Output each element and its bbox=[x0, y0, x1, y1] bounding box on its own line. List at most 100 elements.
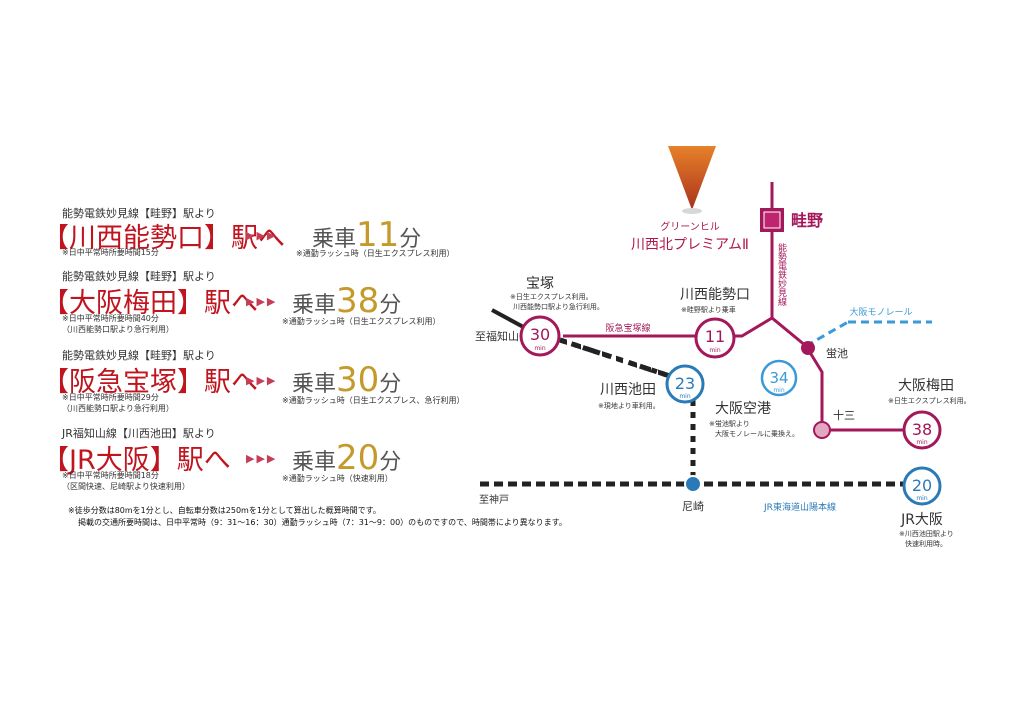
marker-shadow bbox=[682, 208, 702, 214]
route-4-rush-note: ※通勤ラッシュ時（快速利用） bbox=[282, 474, 393, 483]
min-label: min bbox=[709, 347, 721, 354]
takarazuka-note-2: 川西能勢口駅より急行利用。 bbox=[513, 302, 604, 311]
osaka-umeda-minutes: 38 bbox=[912, 420, 932, 439]
min-label: min bbox=[916, 439, 928, 446]
ride-label: 乗車 bbox=[292, 372, 337, 397]
route-1-note: ※日中平常時所要時間15分 bbox=[62, 248, 159, 257]
route-2-note: ※日中平常時所要時間40分 （川西能勢口駅より急行利用） bbox=[62, 314, 174, 334]
amagasaki-name: 尼崎 bbox=[682, 499, 704, 513]
nose-line-label: 能勢電鉄妙見線 bbox=[776, 242, 787, 306]
kawanishiikeda-minutes: 23 bbox=[675, 374, 695, 393]
route-1-dest-name: 川西能勢口 bbox=[69, 223, 204, 254]
route-3-destination: 【阪急宝塚】駅へ bbox=[42, 360, 258, 399]
route-2-arrows: ▶▶▶ bbox=[246, 295, 278, 308]
route-3-ride: 乗車30分 bbox=[292, 360, 401, 400]
ride-unit: 分 bbox=[379, 293, 402, 318]
property-name-2: 川西北プレミアムⅡ bbox=[631, 237, 749, 253]
bracket: 【 bbox=[42, 445, 69, 476]
amagasaki-marker bbox=[684, 475, 702, 493]
takarazuka-note-1: ※日生エクスプレス利用。 bbox=[510, 292, 593, 301]
ride-minutes: 30 bbox=[336, 360, 380, 400]
route-2-dest-name: 大阪梅田 bbox=[69, 288, 177, 319]
osaka-airport-note-2: 大阪モノレールに乗換え。 bbox=[715, 429, 799, 438]
kawanishinoseguchi-note: ※畦野駅より乗車 bbox=[681, 305, 736, 314]
min-label: min bbox=[534, 345, 546, 352]
bracket: 【 bbox=[42, 367, 69, 398]
bracket: 【 bbox=[42, 288, 69, 319]
osaka-umeda-note: ※日生エクスプレス利用。 bbox=[888, 396, 971, 405]
monorail-label: 大阪モノレール bbox=[849, 306, 912, 318]
route-4-note: ※日中平常時所要時間18分 （区間快速、尼崎駅より快速利用） bbox=[62, 471, 190, 491]
kawanishiikeda-note: ※現地より車利用。 bbox=[598, 401, 660, 410]
route-3-dest-name: 阪急宝塚 bbox=[69, 367, 177, 398]
footnote-2: 掲載の交通所要時間は、日中平常時（9：31〜16：30）通勤ラッシュ時（7：31… bbox=[78, 518, 567, 527]
route-3-rush-note: ※通勤ラッシュ時（日生エクスプレス、急行利用） bbox=[282, 396, 465, 405]
route-4-dest-name: JR大阪 bbox=[69, 445, 150, 476]
jr-osaka-name: JR大阪 bbox=[900, 512, 943, 528]
jr-line-label: JR東海道山陽本線 bbox=[763, 501, 836, 513]
ride-minutes: 20 bbox=[336, 438, 380, 478]
min-label: min bbox=[679, 393, 691, 400]
footnote-1: ※徒歩分数は80mを1分とし、自転車分数は250mを1分として算出した概算時間で… bbox=[68, 506, 381, 515]
osaka-airport-name: 大阪空港 bbox=[715, 401, 771, 417]
jr-osaka-minutes: 20 bbox=[912, 476, 932, 495]
ride-minutes: 11 bbox=[356, 215, 400, 255]
route-1-rush-note: ※通勤ラッシュ時（日生エクスプレス利用） bbox=[296, 249, 455, 258]
juso-name: 十三 bbox=[833, 408, 855, 422]
jr-osaka-note-2: 快速利用時。 bbox=[905, 539, 947, 548]
kawanishinoseguchi-minutes: 11 bbox=[705, 327, 725, 346]
min-label: min bbox=[773, 387, 785, 394]
osaka-umeda-circle bbox=[902, 410, 942, 450]
takarazuka-minutes: 30 bbox=[530, 325, 550, 344]
monorail-line bbox=[805, 320, 849, 348]
jr-osaka-circle bbox=[902, 466, 942, 506]
takarazuka-name: 宝塚 bbox=[526, 276, 554, 292]
route-3-note: ※日中平常時所要時間29分 （川西能勢口駅より急行利用） bbox=[62, 393, 174, 413]
route-1-ride: 乗車11分 bbox=[312, 215, 421, 255]
route-4-ride: 乗車20分 bbox=[292, 438, 401, 478]
ride-unit: 分 bbox=[379, 450, 402, 475]
kawanishiikeda-name: 川西池田 bbox=[600, 382, 656, 398]
route-4-arrows: ▶▶▶ bbox=[246, 452, 278, 465]
osaka-airport-minutes: 34 bbox=[769, 369, 788, 387]
juso-marker bbox=[813, 421, 831, 439]
to-fukuchiyama: 至福知山 bbox=[475, 329, 519, 343]
route-3-arrows: ▶▶▶ bbox=[246, 374, 278, 387]
bracket: 【 bbox=[42, 223, 69, 254]
kawanishiikeda-circle bbox=[665, 364, 705, 404]
route-4-line: JR福知山線【川西池田】駅より bbox=[62, 427, 216, 440]
ride-unit: 分 bbox=[379, 372, 402, 397]
hotarugaike-marker bbox=[801, 341, 815, 355]
bracket: 】駅へ bbox=[177, 367, 258, 398]
jr-fukuchiyama-dash bbox=[559, 337, 677, 381]
ride-unit: 分 bbox=[399, 227, 422, 252]
kawanishinoseguchi-circle bbox=[694, 317, 736, 359]
route-4-destination: 【JR大阪】駅へ bbox=[42, 438, 231, 477]
property-name-1: グリーンヒル bbox=[660, 220, 720, 233]
takarazuka-circle bbox=[519, 315, 561, 357]
hotarugaike-name: 蛍池 bbox=[826, 346, 848, 360]
route-1-destination: 【川西能勢口】駅へ bbox=[42, 216, 285, 255]
route-2-destination: 【大阪梅田】駅へ bbox=[42, 281, 258, 320]
bracket: 】駅へ bbox=[177, 288, 258, 319]
route-3-line: 能勢電鉄妙見線【畦野】駅より bbox=[62, 349, 216, 362]
origin-station-name: 畦野 bbox=[791, 211, 823, 230]
route-2-ride: 乗車38分 bbox=[292, 281, 401, 321]
bracket: 】駅へ bbox=[149, 445, 231, 476]
ride-label: 乗車 bbox=[292, 450, 337, 475]
bracket: 】駅へ bbox=[204, 223, 285, 254]
ride-label: 乗車 bbox=[292, 293, 337, 318]
osaka-umeda-name: 大阪梅田 bbox=[898, 378, 954, 394]
route-2-rush-note: ※通勤ラッシュ時（日生エクスプレス利用） bbox=[282, 317, 441, 326]
route-1-line: 能勢電鉄妙見線【畦野】駅より bbox=[62, 207, 216, 220]
to-kobe: 至神戸 bbox=[479, 493, 509, 506]
ride-label: 乗車 bbox=[312, 227, 357, 252]
osaka-airport-circle bbox=[760, 359, 798, 397]
property-marker-icon bbox=[668, 146, 716, 210]
kawanishinoseguchi-name: 川西能勢口 bbox=[680, 287, 750, 303]
hankyu-line-label: 阪急宝塚線 bbox=[605, 322, 650, 334]
origin-station-inner bbox=[763, 211, 781, 229]
jr-osaka-note-1: ※川西池田駅より bbox=[899, 529, 954, 538]
route-1-arrows: ▶▶▶ bbox=[246, 229, 278, 242]
